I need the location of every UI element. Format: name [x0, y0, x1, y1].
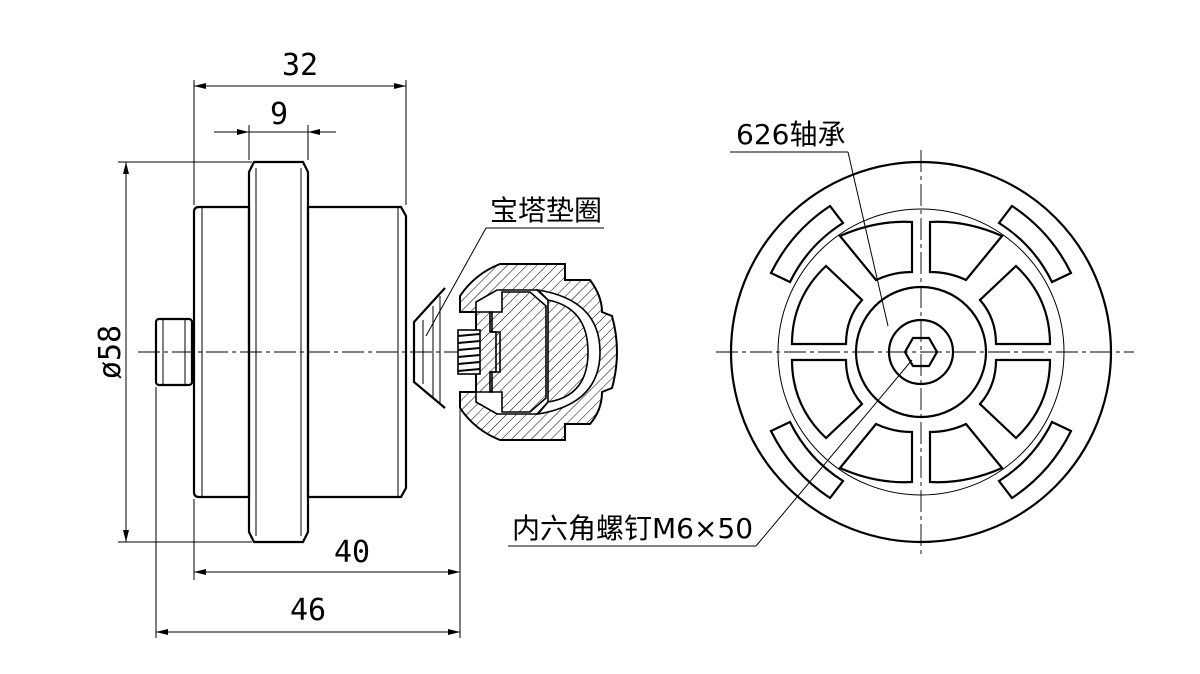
callout-hex-screw: 内六角螺钉M6×50	[508, 359, 913, 547]
hub-outer	[854, 285, 988, 419]
side-view: 32 9 40 46	[93, 48, 618, 638]
hex-socket	[903, 336, 939, 368]
aluminium-profile-section	[457, 263, 618, 441]
outer-rim-cutouts	[769, 204, 1073, 500]
callout-bearing-626: 626轴承	[730, 118, 889, 327]
dimension-32: 32	[193, 48, 407, 205]
outer-rim	[729, 160, 1113, 544]
wheel-flange	[247, 160, 310, 544]
dimension-46: 46	[155, 387, 461, 638]
callout-hex-screw-label: 内六角螺钉M6×50	[512, 512, 753, 545]
callout-tower-washer: 宝塔垫圈	[425, 194, 604, 337]
tower-washer	[412, 287, 446, 409]
dimension-9-label: 9	[270, 97, 288, 132]
dimension-diameter-58: ø58	[93, 161, 252, 543]
axle-stub	[154, 317, 194, 387]
bearing-626	[887, 318, 955, 386]
callout-bearing-626-label: 626轴承	[736, 118, 845, 151]
spoke-windows	[790, 220, 1052, 484]
dimension-40-label: 40	[334, 535, 370, 570]
dimension-32-label: 32	[282, 48, 318, 83]
screw-thread	[457, 329, 481, 375]
inner-rim	[777, 208, 1065, 496]
dimension-40: 40	[193, 410, 461, 580]
dimension-9: 9	[214, 97, 336, 160]
dimension-46-label: 46	[290, 593, 326, 628]
dimension-diameter-58-label: ø58	[93, 325, 128, 379]
callout-tower-washer-label: 宝塔垫圈	[490, 194, 602, 227]
front-view: 626轴承 内六角螺钉M6×50	[508, 118, 1134, 556]
